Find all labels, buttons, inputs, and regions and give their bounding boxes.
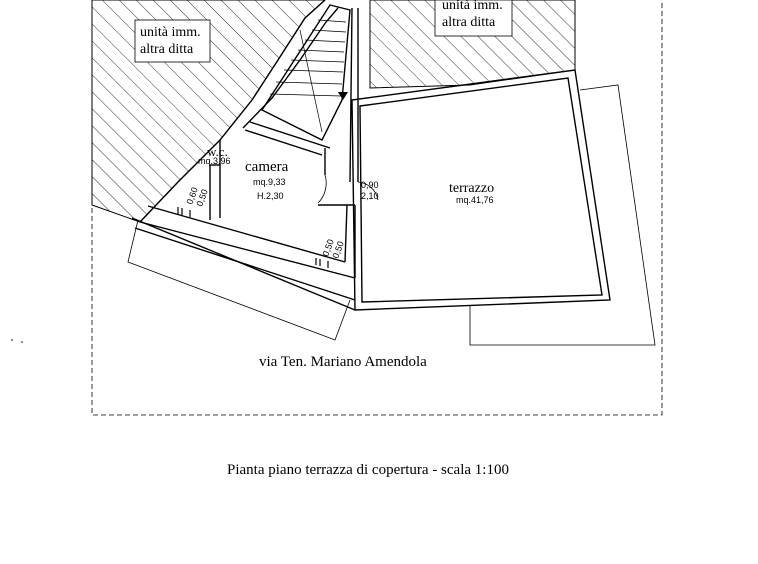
neighbor-right-label-line2: altra ditta xyxy=(442,15,496,30)
staircase-outline xyxy=(260,4,351,141)
door-terrazzo-height: 2,10 xyxy=(361,191,379,201)
window-marker-camera xyxy=(315,258,329,268)
room-wc-name: w.c. xyxy=(207,144,228,159)
window-marker-wc xyxy=(177,207,191,217)
room-camera-height: H.2,30 xyxy=(257,191,284,201)
terrazzo-base-wall-inner xyxy=(134,227,356,301)
neighbor-left-label-box xyxy=(134,19,211,63)
door-terrazzo-width: 0,90 xyxy=(361,180,379,190)
stray-marks xyxy=(11,339,23,343)
stair-arrow-icon xyxy=(338,92,348,100)
room-terrazzo-name: terrazzo xyxy=(449,181,494,196)
terrazzo-outer-wall xyxy=(351,69,611,311)
street-label: via Ten. Mariano Amendola xyxy=(259,354,427,370)
room-camera-area: mq.9,33 xyxy=(253,177,286,187)
terrazzo-inner-wall xyxy=(359,77,603,303)
room-wc-area: mq.3,96 xyxy=(198,156,231,166)
neighbor-left-label-line1: unità imm. xyxy=(140,25,201,40)
drawing-caption: Pianta piano terrazza di copertura - sca… xyxy=(227,462,509,478)
neighbor-right-label-box xyxy=(434,0,513,37)
projection-outline-right xyxy=(469,84,656,346)
building-walls xyxy=(139,0,359,279)
projection-outline-left xyxy=(127,219,351,341)
door-swing-camera xyxy=(317,174,327,204)
property-boundary-dashed xyxy=(91,0,663,416)
neighbor-left-label-line2: altra ditta xyxy=(140,42,194,57)
room-terrazzo-area: mq.41,76 xyxy=(456,195,494,205)
neighbor-right-label-line1: unità imm. xyxy=(442,0,503,13)
room-camera-name: camera xyxy=(245,159,289,175)
